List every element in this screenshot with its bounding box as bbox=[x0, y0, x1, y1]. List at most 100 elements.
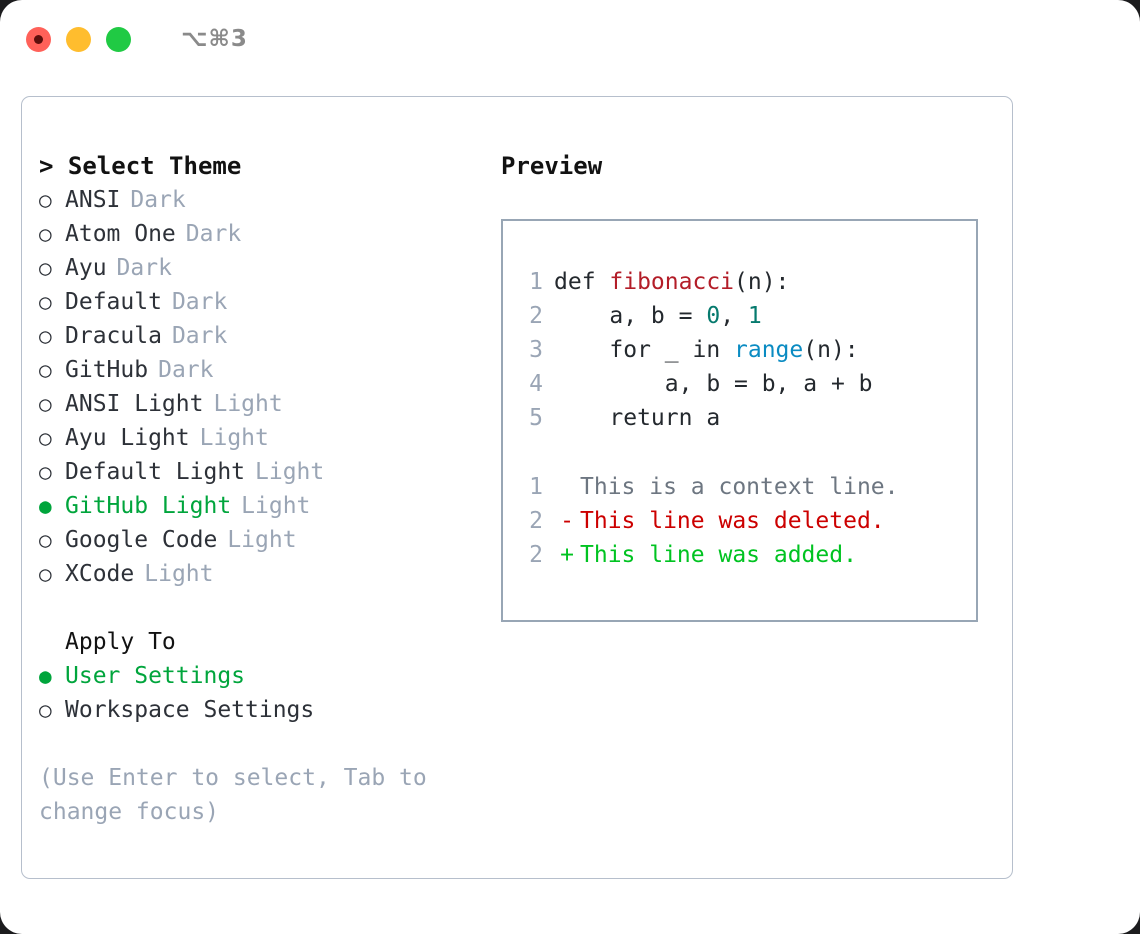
radio-unselected-icon: ○ bbox=[39, 188, 52, 212]
radio-unselected-icon: ○ bbox=[39, 426, 52, 450]
code-line-content: return a bbox=[554, 401, 720, 435]
radio-unselected-icon: ○ bbox=[39, 460, 52, 484]
diff-marker-icon: + bbox=[560, 542, 574, 568]
preview-heading: Preview bbox=[501, 152, 603, 180]
diff-line-add: 2 +This line was added. bbox=[503, 538, 976, 572]
theme-option-kind: Light bbox=[144, 561, 214, 587]
code-line: 2 a, b = 0, 1 bbox=[503, 299, 976, 333]
code-token-plain: for _ in bbox=[554, 337, 735, 363]
theme-option-label: GitHub Light bbox=[65, 493, 232, 519]
code-token-num: 1 bbox=[747, 303, 762, 329]
code-token-plain: (n): bbox=[803, 337, 859, 363]
radio-unselected-icon: ○ bbox=[39, 698, 52, 722]
code-token-plain: (n): bbox=[734, 269, 790, 295]
theme-option-label: Default bbox=[65, 289, 162, 315]
code-token-builtin: range bbox=[734, 337, 804, 363]
apply-to-section: Apply To ● User Settings ○Workspace Settin… bbox=[39, 625, 489, 727]
code-token-plain: def bbox=[554, 269, 610, 295]
theme-option-label: Ayu bbox=[65, 255, 107, 281]
radio-selected-icon: ● bbox=[39, 664, 52, 688]
diff-marker-icon: - bbox=[560, 508, 574, 534]
diff-line-number: 2 bbox=[529, 542, 543, 568]
apply-to-option-label: User Settings bbox=[65, 663, 246, 689]
diff-line-context: 1 This is a context line. bbox=[503, 470, 976, 504]
close-window-icon[interactable] bbox=[26, 26, 51, 52]
diff-sample: 1 This is a context line.2-This line was… bbox=[503, 470, 976, 572]
code-line-content: def fibonacci(n): bbox=[554, 265, 789, 299]
code-token-plain: a, b = bbox=[554, 303, 707, 329]
theme-option-default-light[interactable]: ○ Default Light Light bbox=[39, 455, 489, 489]
theme-option-label: ANSI bbox=[65, 187, 121, 213]
theme-option-ansi-light[interactable]: ○ ANSI Light Light bbox=[39, 387, 489, 421]
code-line-number: 1 bbox=[529, 269, 543, 295]
radio-unselected-icon: ○ bbox=[39, 222, 52, 246]
apply-to-option-workspace-settings[interactable]: ○Workspace Settings bbox=[39, 693, 489, 727]
code-token-num: 0 bbox=[706, 303, 721, 329]
radio-selected-icon: ● bbox=[39, 494, 52, 518]
theme-option-kind: Light bbox=[213, 391, 283, 417]
theme-option-label: Ayu Light bbox=[65, 425, 190, 451]
diff-line-text: This is a context line. bbox=[580, 474, 899, 500]
theme-option-kind: Dark bbox=[130, 187, 186, 213]
theme-option-kind: Dark bbox=[158, 357, 214, 383]
radio-unselected-icon: ○ bbox=[39, 324, 52, 348]
code-line: 3 for _ in range(n): bbox=[503, 333, 976, 367]
diff-line-number: 1 bbox=[529, 474, 543, 500]
radio-unselected-icon: ○ bbox=[39, 528, 52, 552]
theme-option-label: ANSI Light bbox=[65, 391, 204, 417]
theme-option-ansi[interactable]: ○ ANSI Dark bbox=[39, 183, 489, 217]
apply-to-heading: Apply To bbox=[65, 629, 176, 655]
code-token-func: fibonacci bbox=[609, 269, 735, 295]
theme-option-github[interactable]: ○ GitHub Dark bbox=[39, 353, 489, 387]
diff-line-text: This line was deleted. bbox=[580, 508, 885, 534]
apply-to-option-user-settings[interactable]: ● User Settings bbox=[39, 659, 489, 693]
keyboard-hint-text: (Use Enter to select, Tab to change focu… bbox=[39, 765, 427, 825]
code-line-number: 5 bbox=[529, 405, 543, 431]
theme-option-kind: Dark bbox=[171, 323, 228, 349]
code-line-number: 3 bbox=[529, 337, 543, 363]
select-theme-heading: > Select Theme bbox=[39, 152, 242, 180]
theme-option-kind: Light bbox=[255, 459, 325, 485]
theme-option-kind: Dark bbox=[116, 255, 172, 281]
theme-option-kind: Dark bbox=[185, 221, 242, 247]
theme-option-label: Default Light bbox=[65, 459, 246, 485]
diff-line-text: This line was added. bbox=[580, 542, 857, 568]
radio-unselected-icon: ○ bbox=[39, 392, 52, 416]
theme-option-label: Google Code bbox=[65, 527, 218, 553]
preview-spacer bbox=[503, 435, 976, 470]
theme-option-google-code[interactable]: ○ Google Code Light bbox=[39, 523, 489, 557]
theme-option-label: GitHub bbox=[65, 357, 149, 383]
radio-unselected-icon: ○ bbox=[39, 290, 52, 314]
code-line: 1 def fibonacci(n): bbox=[503, 265, 976, 299]
theme-option-kind: Light bbox=[227, 527, 297, 553]
code-token-plain: a, b = b, a + b bbox=[554, 371, 873, 397]
code-token-plain: return a bbox=[554, 405, 721, 431]
code-line-content: a, b = b, a + b bbox=[554, 367, 873, 401]
minimize-window-icon[interactable] bbox=[66, 26, 91, 52]
theme-option-kind: Light bbox=[241, 493, 311, 519]
code-line-content: a, b = 0, 1 bbox=[554, 299, 762, 333]
radio-unselected-icon: ○ bbox=[39, 562, 52, 586]
diff-line-del: 2-This line was deleted. bbox=[503, 504, 976, 538]
diff-line-number: 2 bbox=[529, 508, 543, 534]
radio-unselected-icon: ○ bbox=[39, 358, 52, 382]
diff-marker-icon bbox=[554, 470, 580, 504]
zoom-window-icon[interactable] bbox=[106, 26, 131, 52]
apply-to-list: ● User Settings ○Workspace Settings bbox=[39, 659, 489, 727]
theme-option-github-light[interactable]: ● GitHub Light Light bbox=[39, 489, 489, 523]
theme-option-kind: Light bbox=[199, 425, 269, 451]
theme-option-ayu-light[interactable]: ○ Ayu Light Light bbox=[39, 421, 489, 455]
code-line: 5 return a bbox=[503, 401, 976, 435]
code-line-number: 4 bbox=[529, 371, 543, 397]
